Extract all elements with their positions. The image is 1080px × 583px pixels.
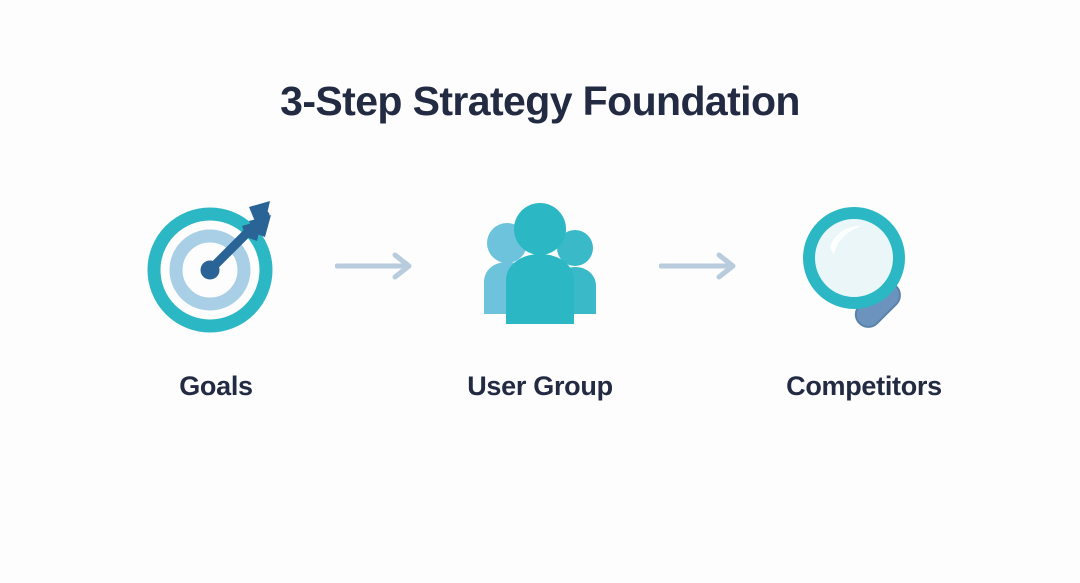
connector-2 [643, 196, 761, 336]
connector-1 [319, 196, 437, 336]
step-label-goals: Goals [179, 371, 253, 401]
arrow-right-icon [335, 252, 412, 280]
user-group-icon [470, 196, 610, 336]
step-goals[interactable]: Goals [113, 196, 319, 402]
arrow-right-icon [659, 252, 736, 280]
step-user-group[interactable]: User Group [437, 196, 643, 402]
page-title: 3-Step Strategy Foundation [280, 78, 800, 124]
steps-row: Goals [0, 196, 1080, 426]
step-label-user-group: User Group [467, 371, 613, 401]
step-competitors[interactable]: Competitors [761, 196, 967, 402]
step-label-competitors: Competitors [786, 371, 942, 401]
magnifying-glass-icon [794, 196, 934, 336]
target-arrow-icon [146, 196, 286, 336]
